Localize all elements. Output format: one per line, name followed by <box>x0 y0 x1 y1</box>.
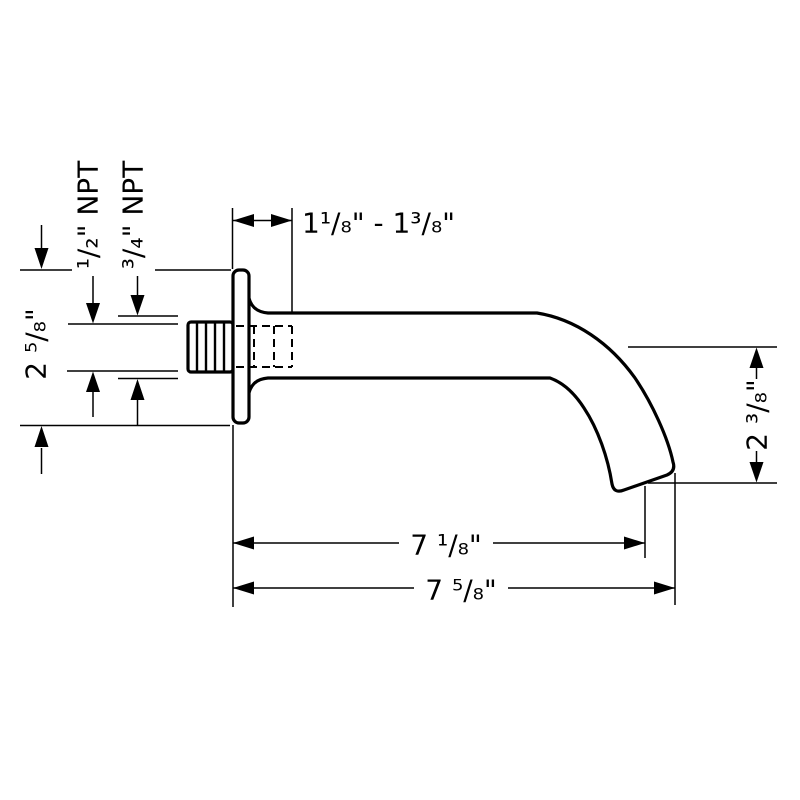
arrowhead-left <box>233 581 254 595</box>
arrowhead-right <box>271 214 292 227</box>
dimension-label-spout-drop: 2 ³/₈" <box>741 379 774 450</box>
arrowhead-right <box>624 536 645 550</box>
arrowhead-up <box>130 379 145 400</box>
arrowhead-down <box>130 295 145 316</box>
arrowhead-up <box>34 426 49 447</box>
arrowhead-left <box>233 214 254 227</box>
dim-wall-thickness: 1¹/₈" - 1³/₈" <box>231 207 455 312</box>
dim-half-npt: ¹/₂" NPT <box>67 160 178 417</box>
arrowhead-down <box>749 462 764 483</box>
dimension-label-overall-reach: 7 ⁵/₈" <box>425 574 496 607</box>
arrowhead-up <box>86 371 100 392</box>
dimension-label-wall-range: 1¹/₈" - 1³/₈" <box>302 207 455 240</box>
dimension-label-half-npt: ¹/₂" NPT <box>72 160 105 269</box>
arrowhead-left <box>233 536 254 550</box>
arrowhead-down <box>86 303 100 324</box>
arrowhead-down <box>34 248 49 269</box>
spout-body-outline <box>246 292 676 493</box>
arrowhead-right <box>654 581 675 595</box>
spout-assembly <box>186 268 676 493</box>
dimension-label-reach-to-outlet: 7 ¹/₈" <box>410 529 481 562</box>
dim-reach-to-outlet: 7 ¹/₈" <box>232 425 646 607</box>
supply-nipple <box>186 320 235 374</box>
arrowhead-up <box>749 347 764 368</box>
escutcheon-flange <box>231 268 251 425</box>
dim-spout-drop: 2 ³/₈" <box>628 346 777 484</box>
dimension-label-three-quarter-npt: ³/₄" NPT <box>117 160 150 269</box>
dim-escutcheon-diameter: 2 ⁵/₈" <box>20 225 231 474</box>
dim-three-quarter-npt: ³/₄" NPT <box>117 160 178 426</box>
dim-overall-reach: 7 ⁵/₈" <box>233 473 676 607</box>
dimension-label-escutcheon-diameter: 2 ⁵/₈" <box>20 308 53 379</box>
